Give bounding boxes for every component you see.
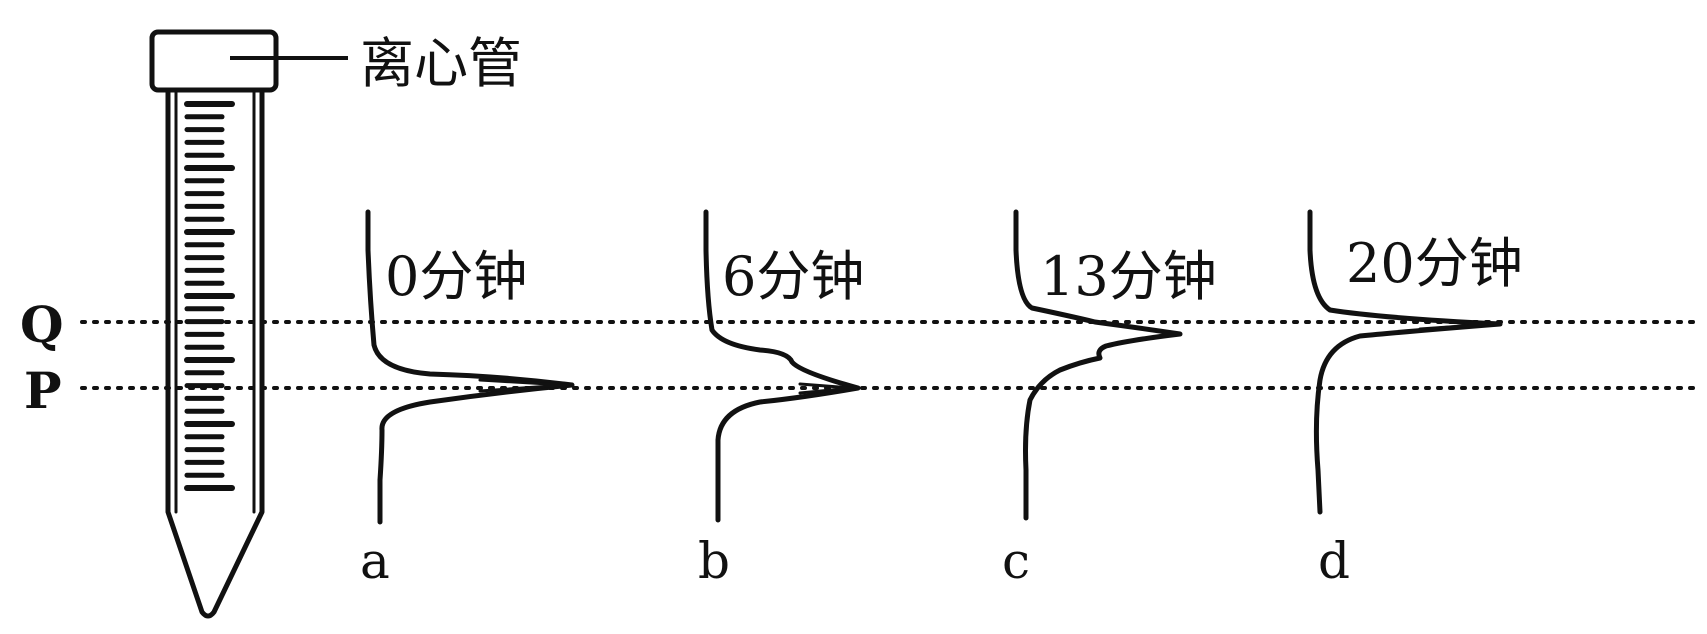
curve-c — [1013, 209, 1183, 521]
tube-body — [165, 87, 265, 619]
tube-graduations — [184, 101, 235, 491]
q-level-label: Q — [20, 295, 64, 354]
curve-c-time: 13分钟 — [1040, 245, 1217, 308]
curve-a-letter: a — [360, 532, 390, 590]
curve-b-letter: b — [698, 532, 730, 590]
curve-d-peak — [1418, 318, 1494, 331]
tube-cap — [149, 29, 279, 93]
curve-d-time: 20分钟 — [1346, 232, 1523, 295]
curve-a-group: 0分钟 a — [360, 209, 575, 590]
curve-b-time: 6分钟 — [722, 245, 864, 308]
centrifuge-tube — [149, 29, 279, 619]
tube-inner-wall — [174, 90, 256, 514]
curve-a-peak — [478, 378, 567, 393]
curve-b — [703, 209, 861, 523]
curve-a — [365, 209, 575, 525]
curve-d-group: 20分钟 d — [1307, 209, 1523, 590]
curve-b-group: 6分钟 b — [698, 209, 864, 590]
curve-d-letter: d — [1318, 532, 1350, 590]
curve-c-group: 13分钟 c — [1002, 209, 1217, 590]
p-level-label: P — [24, 361, 62, 420]
tube-label: 离心管 — [360, 32, 522, 95]
curve-c-letter: c — [1002, 532, 1030, 590]
curve-b-peak — [798, 382, 854, 395]
curve-a-time: 0分钟 — [385, 245, 527, 308]
